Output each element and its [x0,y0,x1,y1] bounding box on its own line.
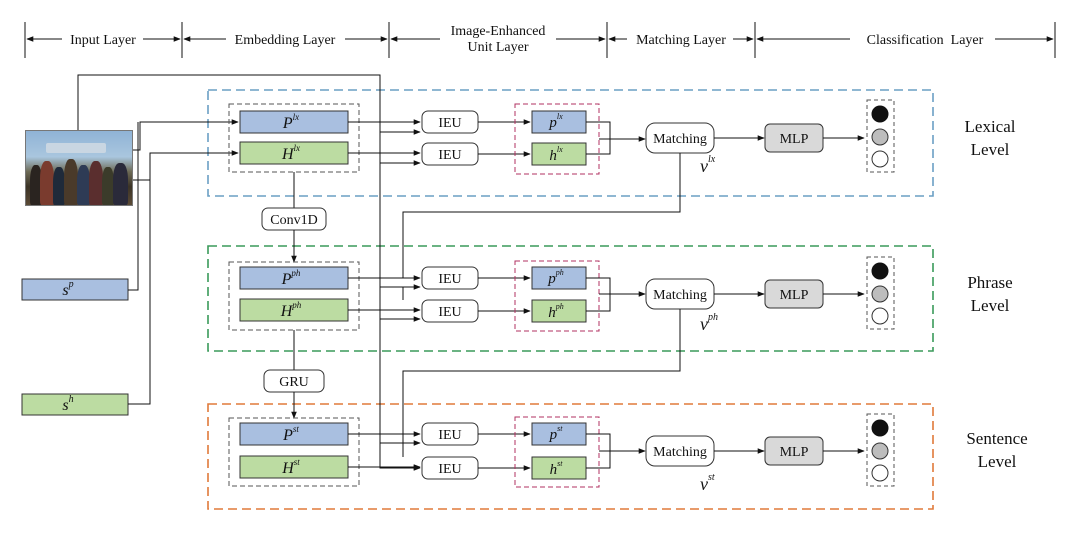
output-ph-circle-1 [871,262,889,280]
header-row: Input Layer Embedding Layer Image-Enhanc… [24,22,1056,58]
mlp-st-label: MLP [780,445,809,460]
input-image [25,130,133,206]
input-sh-label: sh [62,394,73,414]
p-ph-label: Pph [281,268,301,288]
header-embedding-layer: Embedding Layer [235,33,336,48]
header-classification-layer: Classification Layer [867,33,984,48]
sentence-level-box [207,403,934,510]
sentence-embedding-group [228,417,360,487]
p-st-label: Pst [282,424,299,444]
v-ph-label: vph [700,312,718,334]
output-st-circle-3 [871,464,889,482]
p-lx-label: Plx [282,112,299,132]
output-ph [866,256,895,330]
lexical-level-label-1: Lexical [965,117,1016,136]
header-matching-layer: Matching Layer [636,33,726,48]
output-lx-circle-2 [871,128,889,146]
phrase-level-box [207,245,934,352]
matching-lx-label: Matching [653,132,707,147]
header-ieu-layer-line2: Unit Layer [467,40,528,55]
gru-label: GRU [279,375,309,390]
ieu-boxes: IEU IEU IEU IEU IEU IEU [421,110,479,480]
phrase-level-label-2: Level [971,296,1010,315]
lexical-level-label-2: Level [971,140,1010,159]
phrase-enhanced-group [514,260,600,332]
ieu-ph-p-label: IEU [438,272,461,287]
ieu-st-h-label: IEU [438,462,461,477]
p-lx-enh-label: plx [548,112,563,131]
header-input-layer: Input Layer [70,33,136,48]
h-ph-enh-label: hph [548,302,564,321]
lexical-embedding-group [228,103,360,173]
output-lx [866,99,895,173]
mlp-lx-label: MLP [780,132,809,147]
input-sh-box [21,393,129,416]
output-ph-circle-2 [871,285,889,303]
phrase-level-label-1: Phrase [967,273,1012,292]
output-lx-circle-3 [871,150,889,168]
output-st-circle-2 [871,442,889,460]
matching-ph-label: Matching [653,288,707,303]
input-sp-label: sp [62,279,73,299]
h-lx-enh-label: hlx [549,145,563,164]
output-st [866,413,895,487]
ieu-lx-p-label: IEU [438,116,461,131]
sentence-level-label-2: Level [978,452,1017,471]
lexical-level-box [207,89,934,197]
output-st-circle-1 [871,419,889,437]
lexical-enhanced-group [514,103,600,175]
mlp-ph-label: MLP [780,288,809,303]
h-st-enh-label: hst [550,459,564,478]
v-st-label: vst [700,472,715,494]
h-st-label: Hst [281,457,300,477]
phrase-embedding-group [228,261,360,331]
sentence-enhanced-group [514,416,600,488]
ieu-st-p-label: IEU [438,428,461,443]
ieu-lx-h-label: IEU [438,148,461,163]
sentence-level-label-1: Sentence [966,429,1027,448]
input-sp-box [21,278,129,301]
header-ieu-layer-line1: Image-Enhanced [451,24,546,39]
conv1d-label: Conv1D [270,213,317,228]
ieu-ph-h-label: IEU [438,305,461,320]
p-ph-enh-label: pph [547,268,564,287]
matching-st-label: Matching [653,445,707,460]
output-lx-circle-1 [871,105,889,123]
h-lx-label: Hlx [281,143,300,163]
v-lx-label: vlx [700,154,716,176]
output-ph-circle-3 [871,307,889,325]
h-ph-label: Hph [280,300,302,320]
p-st-enh-label: pst [549,424,564,443]
